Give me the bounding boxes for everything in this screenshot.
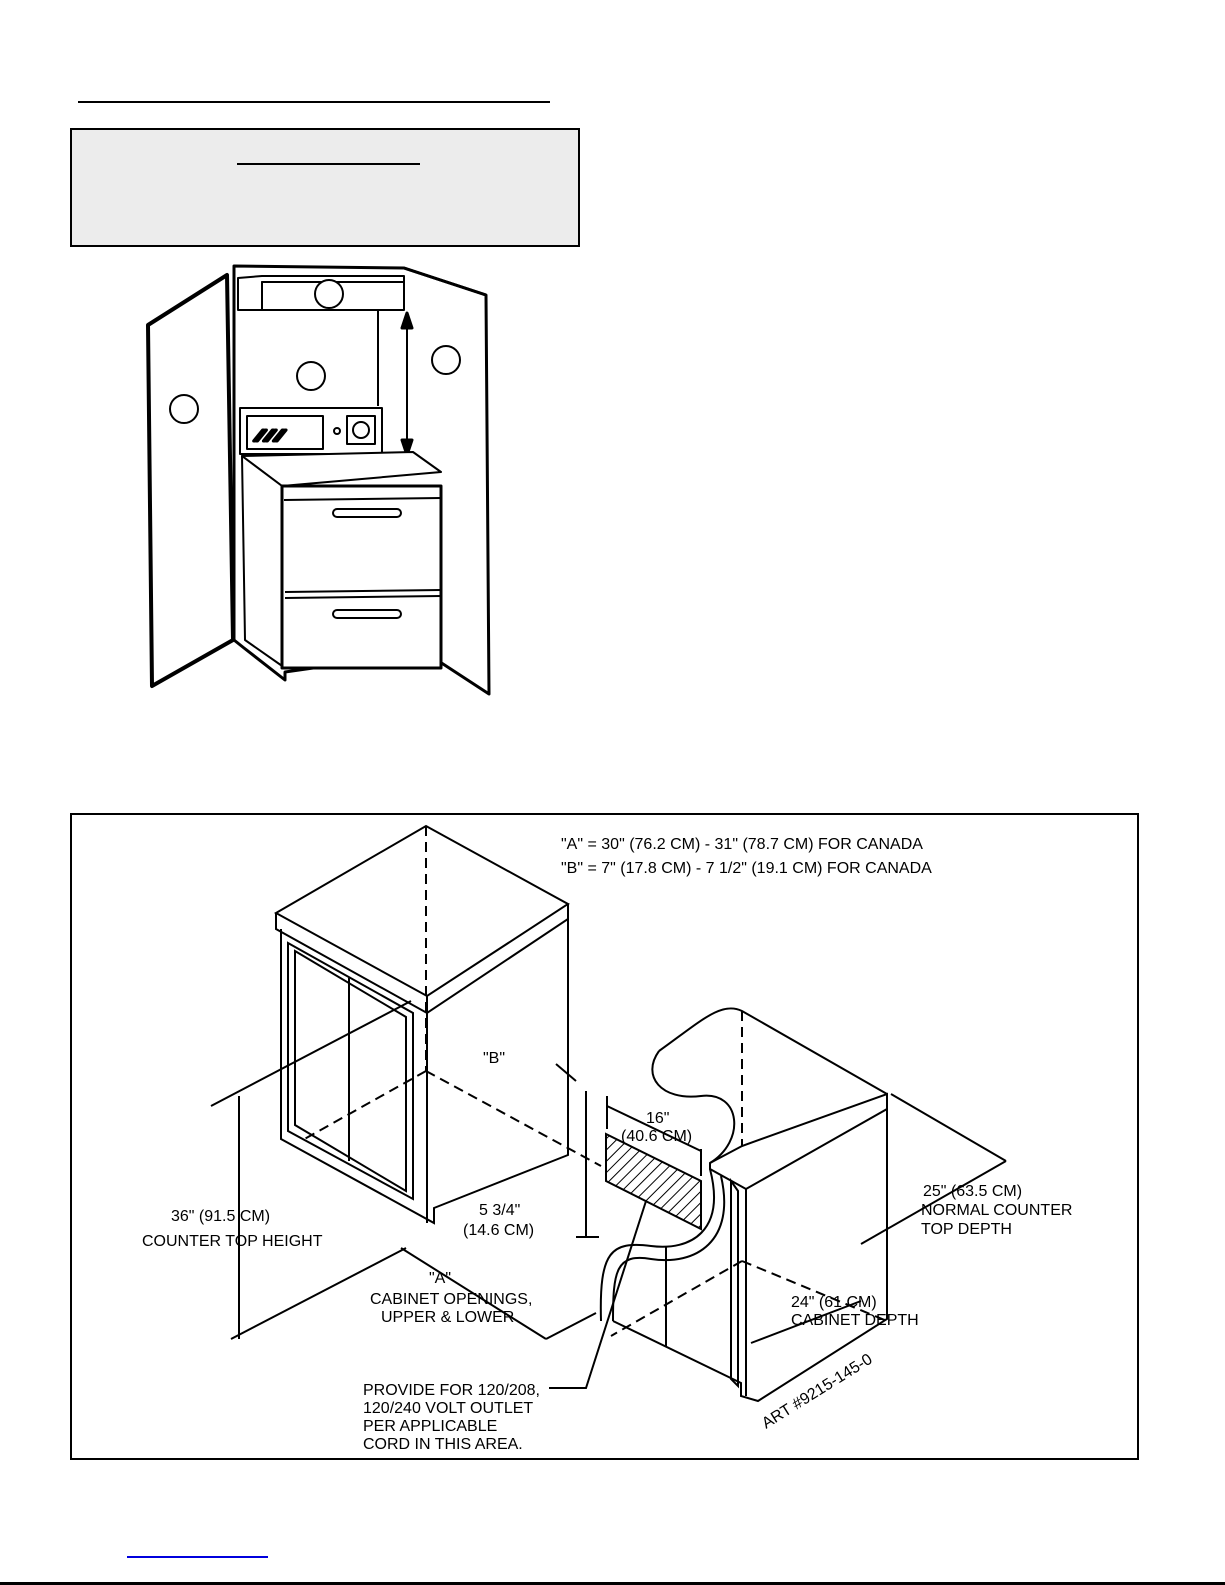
cabinet-depth-value: 24" (61 CM) [791, 1294, 877, 1311]
outlet-note-4: CORD IN THIS AREA. [363, 1436, 523, 1453]
dim-16-cm: (40.6 CM) [621, 1128, 692, 1145]
left-cabinet-door [146, 273, 235, 688]
header-rule [78, 101, 550, 103]
dim-5-3-4-cm: (14.6 CM) [463, 1222, 534, 1239]
cabinet-depth-label: CABINET DEPTH [791, 1312, 919, 1329]
footer-rule [0, 1582, 1225, 1585]
callout-circle [296, 361, 326, 391]
counter-depth-label: NORMAL COUNTER [921, 1202, 1072, 1219]
drawer-handle [332, 609, 402, 619]
left-countertop [273, 824, 570, 998]
callout-circle [169, 394, 199, 424]
link-underline[interactable] [127, 1556, 268, 1558]
counter-depth-label-2: TOP DEPTH [921, 1221, 1012, 1238]
note-title-rule [237, 163, 420, 165]
range-installation-illustration: ⁄⁄ ⁄⁄ ⁄⁄ [146, 264, 491, 696]
dim-5-3-4: 5 3/4" [479, 1202, 520, 1219]
outlet-note-3: PER APPLICABLE [363, 1418, 497, 1435]
cabinet-openings-label: CABINET OPENINGS, [370, 1291, 532, 1308]
counter-height-label: COUNTER TOP HEIGHT [142, 1233, 323, 1250]
label-a: "A" [429, 1270, 451, 1287]
cabinet-openings-sub: UPPER & LOWER [381, 1309, 514, 1326]
svg-text:⁄⁄ ⁄⁄ ⁄⁄: ⁄⁄ ⁄⁄ ⁄⁄ [253, 428, 286, 445]
note-a: "A" = 30" (76.2 CM) - 31" (78.7 CM) FOR … [561, 836, 923, 853]
dim-16: 16" [646, 1110, 669, 1127]
counter-height-value: 36" (91.5 CM) [171, 1208, 270, 1225]
outlet-note-1: PROVIDE FOR 120/208, [363, 1382, 540, 1399]
oven-handle [332, 508, 402, 518]
callout-circle [431, 345, 461, 375]
cabinet-dimensions-diagram: "A" = 30" (76.2 CM) - 31" (78.7 CM) FOR … [70, 813, 1139, 1460]
outlet-note-2: 120/240 VOLT OUTLET [363, 1400, 533, 1417]
note-b: "B" = 7" (17.8 CM) - 7 1/2" (19.1 CM) FO… [561, 860, 932, 877]
note-box [70, 128, 580, 247]
label-b: "B" [483, 1050, 505, 1067]
callout-circle [314, 279, 344, 309]
cabinet-dimensions-drawing: "A" = 30" (76.2 CM) - 31" (78.7 CM) FOR … [142, 824, 1072, 1453]
counter-depth-value: 25" (63.5 CM) [923, 1183, 1022, 1200]
